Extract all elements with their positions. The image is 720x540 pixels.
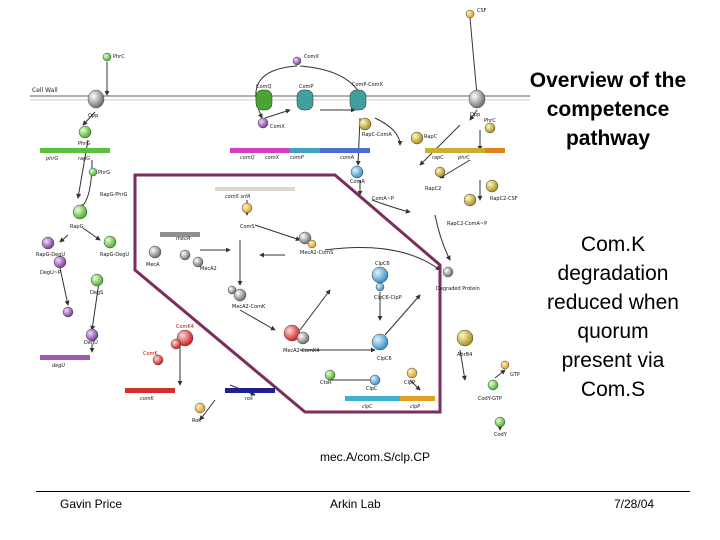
label-coma: ComA	[350, 179, 365, 185]
gene-label-comq: comQ	[240, 155, 255, 161]
gene-label-clpc: clpC	[362, 404, 373, 410]
pathway-arrows	[44, 17, 506, 431]
label-ctsr: CtsR	[320, 380, 332, 386]
label-clpc6: ClpC6	[377, 356, 392, 362]
label-meca2: MecA2	[200, 266, 217, 272]
gene-bars	[40, 148, 505, 401]
label-rapc: RapC	[424, 134, 438, 140]
label-gtp: GTP	[510, 372, 520, 378]
footer-date: 7/28/04	[614, 497, 655, 511]
gene-label-comk: comK	[140, 396, 155, 402]
label-comp: ComP	[299, 84, 313, 90]
pathway-nodes	[41, 9, 510, 428]
label-comq: ComQ	[256, 84, 271, 90]
meca-coms-clpcp-highlight	[133, 173, 442, 414]
label-rapg-degu: RapG-DegU	[36, 252, 65, 258]
label-csf: CSF	[477, 8, 487, 14]
label-meca2-comk4: MecA2-ComK4	[283, 348, 319, 354]
label-rapc2: RapC2	[425, 186, 441, 192]
label-comk4: ComK4	[176, 324, 194, 330]
gene-label-coma: comA	[340, 155, 355, 161]
label-coms: ComS	[240, 224, 255, 230]
label-phrc-pentapep: PhrC	[113, 54, 125, 60]
label-opp-right: Opp	[470, 112, 480, 118]
gene-label-phrc: phrC	[457, 155, 470, 161]
gene-label-coms: comS srfA	[225, 194, 251, 200]
label-abrb: AbrB4	[457, 352, 472, 358]
gene-label-rapg: rapG	[78, 156, 90, 162]
gene-label-rok: rok	[245, 396, 254, 402]
label-rapg: RapG	[70, 224, 84, 230]
label-coma-p: ComA~P	[372, 196, 394, 202]
gene-label-meca: mecA	[176, 236, 191, 242]
label-comp-comx: ComP-ComX	[352, 82, 384, 88]
label-meca: MecA	[146, 262, 160, 268]
label-cody-gtp: CodY-GTP	[478, 396, 502, 402]
gene-label-rapc: rapC	[432, 155, 444, 161]
label-rapg-degu2: RapG-DegU	[100, 252, 129, 258]
label-degraded-protein: Degraded Protein	[436, 286, 480, 292]
label-comx-pheromone: ComX	[304, 54, 319, 60]
label-rok: Rok	[192, 418, 201, 424]
label-phrg-in: PhrG	[98, 170, 110, 176]
label-rapc2-coma-p: RapC2-ComA~P	[447, 221, 487, 227]
footer-divider	[36, 491, 690, 492]
label-comx: ComX	[270, 124, 285, 130]
label-clpc: ClpC6	[375, 261, 390, 267]
label-phrc: PhrC	[484, 118, 496, 124]
gene-label-phrg: phrG	[45, 156, 58, 162]
label-opp-left: Opp	[88, 113, 98, 119]
label-degu-p: DegU~P	[40, 270, 61, 276]
label-rapg-phrg: RapG-PhrG	[100, 192, 128, 198]
label-cody: CodY	[494, 432, 508, 438]
label-degs: DegS	[90, 290, 103, 296]
label-clpp: ClpP	[404, 380, 415, 386]
figure-caption: mec.A/com.S/clp.CP	[319, 450, 431, 464]
cell-wall-label: Cell Wall	[32, 87, 58, 94]
gene-label-comx: comX	[265, 155, 280, 161]
cell-wall: Cell Wall	[30, 87, 530, 101]
label-degu: DegU	[84, 340, 98, 346]
footer-lab: Arkin Lab	[330, 497, 381, 511]
slide-body-text: Com.K degradation reduced when quorum pr…	[547, 233, 679, 401]
label-phrg: PhrG	[78, 141, 90, 147]
footer-author: Gavin Price	[60, 497, 123, 511]
label-rapc-coma: RapC-ComA	[362, 132, 392, 138]
gene-label-clpp: clpP	[410, 404, 420, 410]
label-rapc2-csf: RapC2-CSF	[490, 196, 518, 202]
label-clpc-clpp: ClpC6-ClpP	[374, 295, 402, 301]
label-meca2-comk: MecA2-ComK	[232, 304, 266, 310]
label-comk: ComK	[143, 351, 158, 357]
gene-label-degu: degU	[52, 363, 65, 369]
label-meca2-coms: MecA2-ComS	[300, 250, 333, 256]
label-clpc-single: ClpC	[366, 386, 378, 392]
gene-label-comp: comP	[290, 155, 304, 161]
slide-title: Overview of the competence pathway	[529, 69, 687, 150]
